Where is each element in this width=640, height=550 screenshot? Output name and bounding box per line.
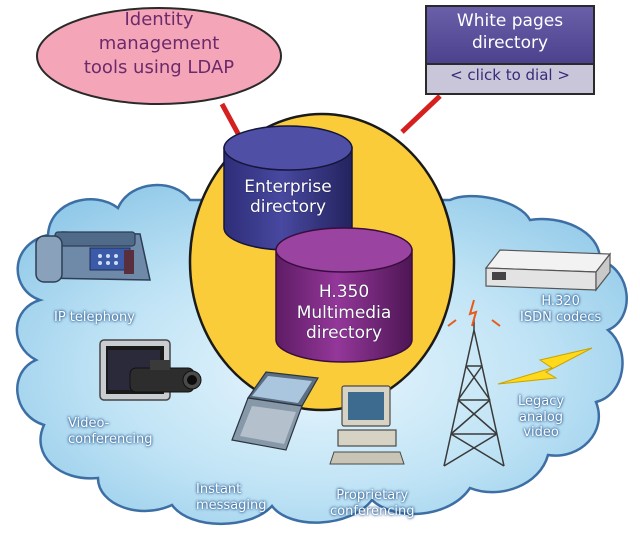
prop-line-2: conferencing	[330, 503, 415, 519]
h320-label: H.320 ISDN codecs	[520, 294, 601, 325]
video-line-1: Video-	[68, 416, 110, 431]
white-pages-box	[425, 5, 595, 95]
click-to-dial-button[interactable]	[425, 63, 595, 95]
ldap-line-2: management	[98, 33, 220, 54]
h350-line-1: H.350	[318, 282, 370, 302]
white-pages-line-1: White pages	[456, 11, 564, 31]
ip-telephony-label: IP telephony	[54, 310, 135, 325]
desktop-pc-icon	[329, 385, 405, 465]
video-line-2: conferencing	[68, 431, 153, 447]
white-pages-line-2: directory	[471, 33, 549, 53]
ip-phone-icon	[35, 231, 151, 283]
antenna-tower-icon	[443, 320, 505, 467]
laptop-icon	[231, 371, 319, 451]
h350-line-3: directory	[305, 323, 383, 344]
videoconferencing-label: Video- conferencing	[68, 416, 152, 447]
legacy-line-2: analog	[519, 409, 564, 425]
videoconferencing-icon	[99, 339, 202, 401]
legacy-line-1: Legacy	[518, 394, 565, 409]
white-pages-connector	[400, 94, 442, 134]
lightning-bolt-icon	[497, 347, 593, 385]
im-line-1: Instant	[196, 482, 242, 497]
ldap-line-3: tools using LDAP	[83, 57, 235, 78]
ldap-line-1: Identity	[124, 9, 194, 30]
ldap-tools-box	[36, 7, 282, 105]
enterprise-directory-label: Enterprise directory	[226, 177, 350, 217]
prop-line-1: Proprietary	[336, 488, 409, 503]
ldap-tools-label: Identity management tools using LDAP	[44, 8, 274, 80]
enterprise-line-1: Enterprise	[244, 177, 332, 197]
isdn-codec-icon	[484, 249, 612, 292]
proprietary-conferencing-label: Proprietary conferencing	[330, 488, 414, 519]
h350-directory-db	[275, 227, 413, 363]
h320-line-2: ISDN codecs	[520, 309, 602, 325]
click-to-dial-label[interactable]: < click to dial >	[450, 66, 570, 84]
h350-directory-label: H.350 Multimedia directory	[278, 282, 410, 344]
signal-spark-icon	[447, 299, 501, 327]
enterprise-line-2: directory	[249, 196, 327, 217]
white-pages-title: White pages directory	[428, 10, 592, 54]
h320-line-1: H.320	[541, 294, 580, 309]
instant-messaging-label: Instant messaging	[196, 482, 267, 513]
h350-line-2: Multimedia	[296, 302, 392, 323]
legacy-line-3: video	[523, 425, 559, 441]
im-line-2: messaging	[196, 497, 267, 513]
legacy-video-label: Legacy analog video	[518, 394, 564, 441]
